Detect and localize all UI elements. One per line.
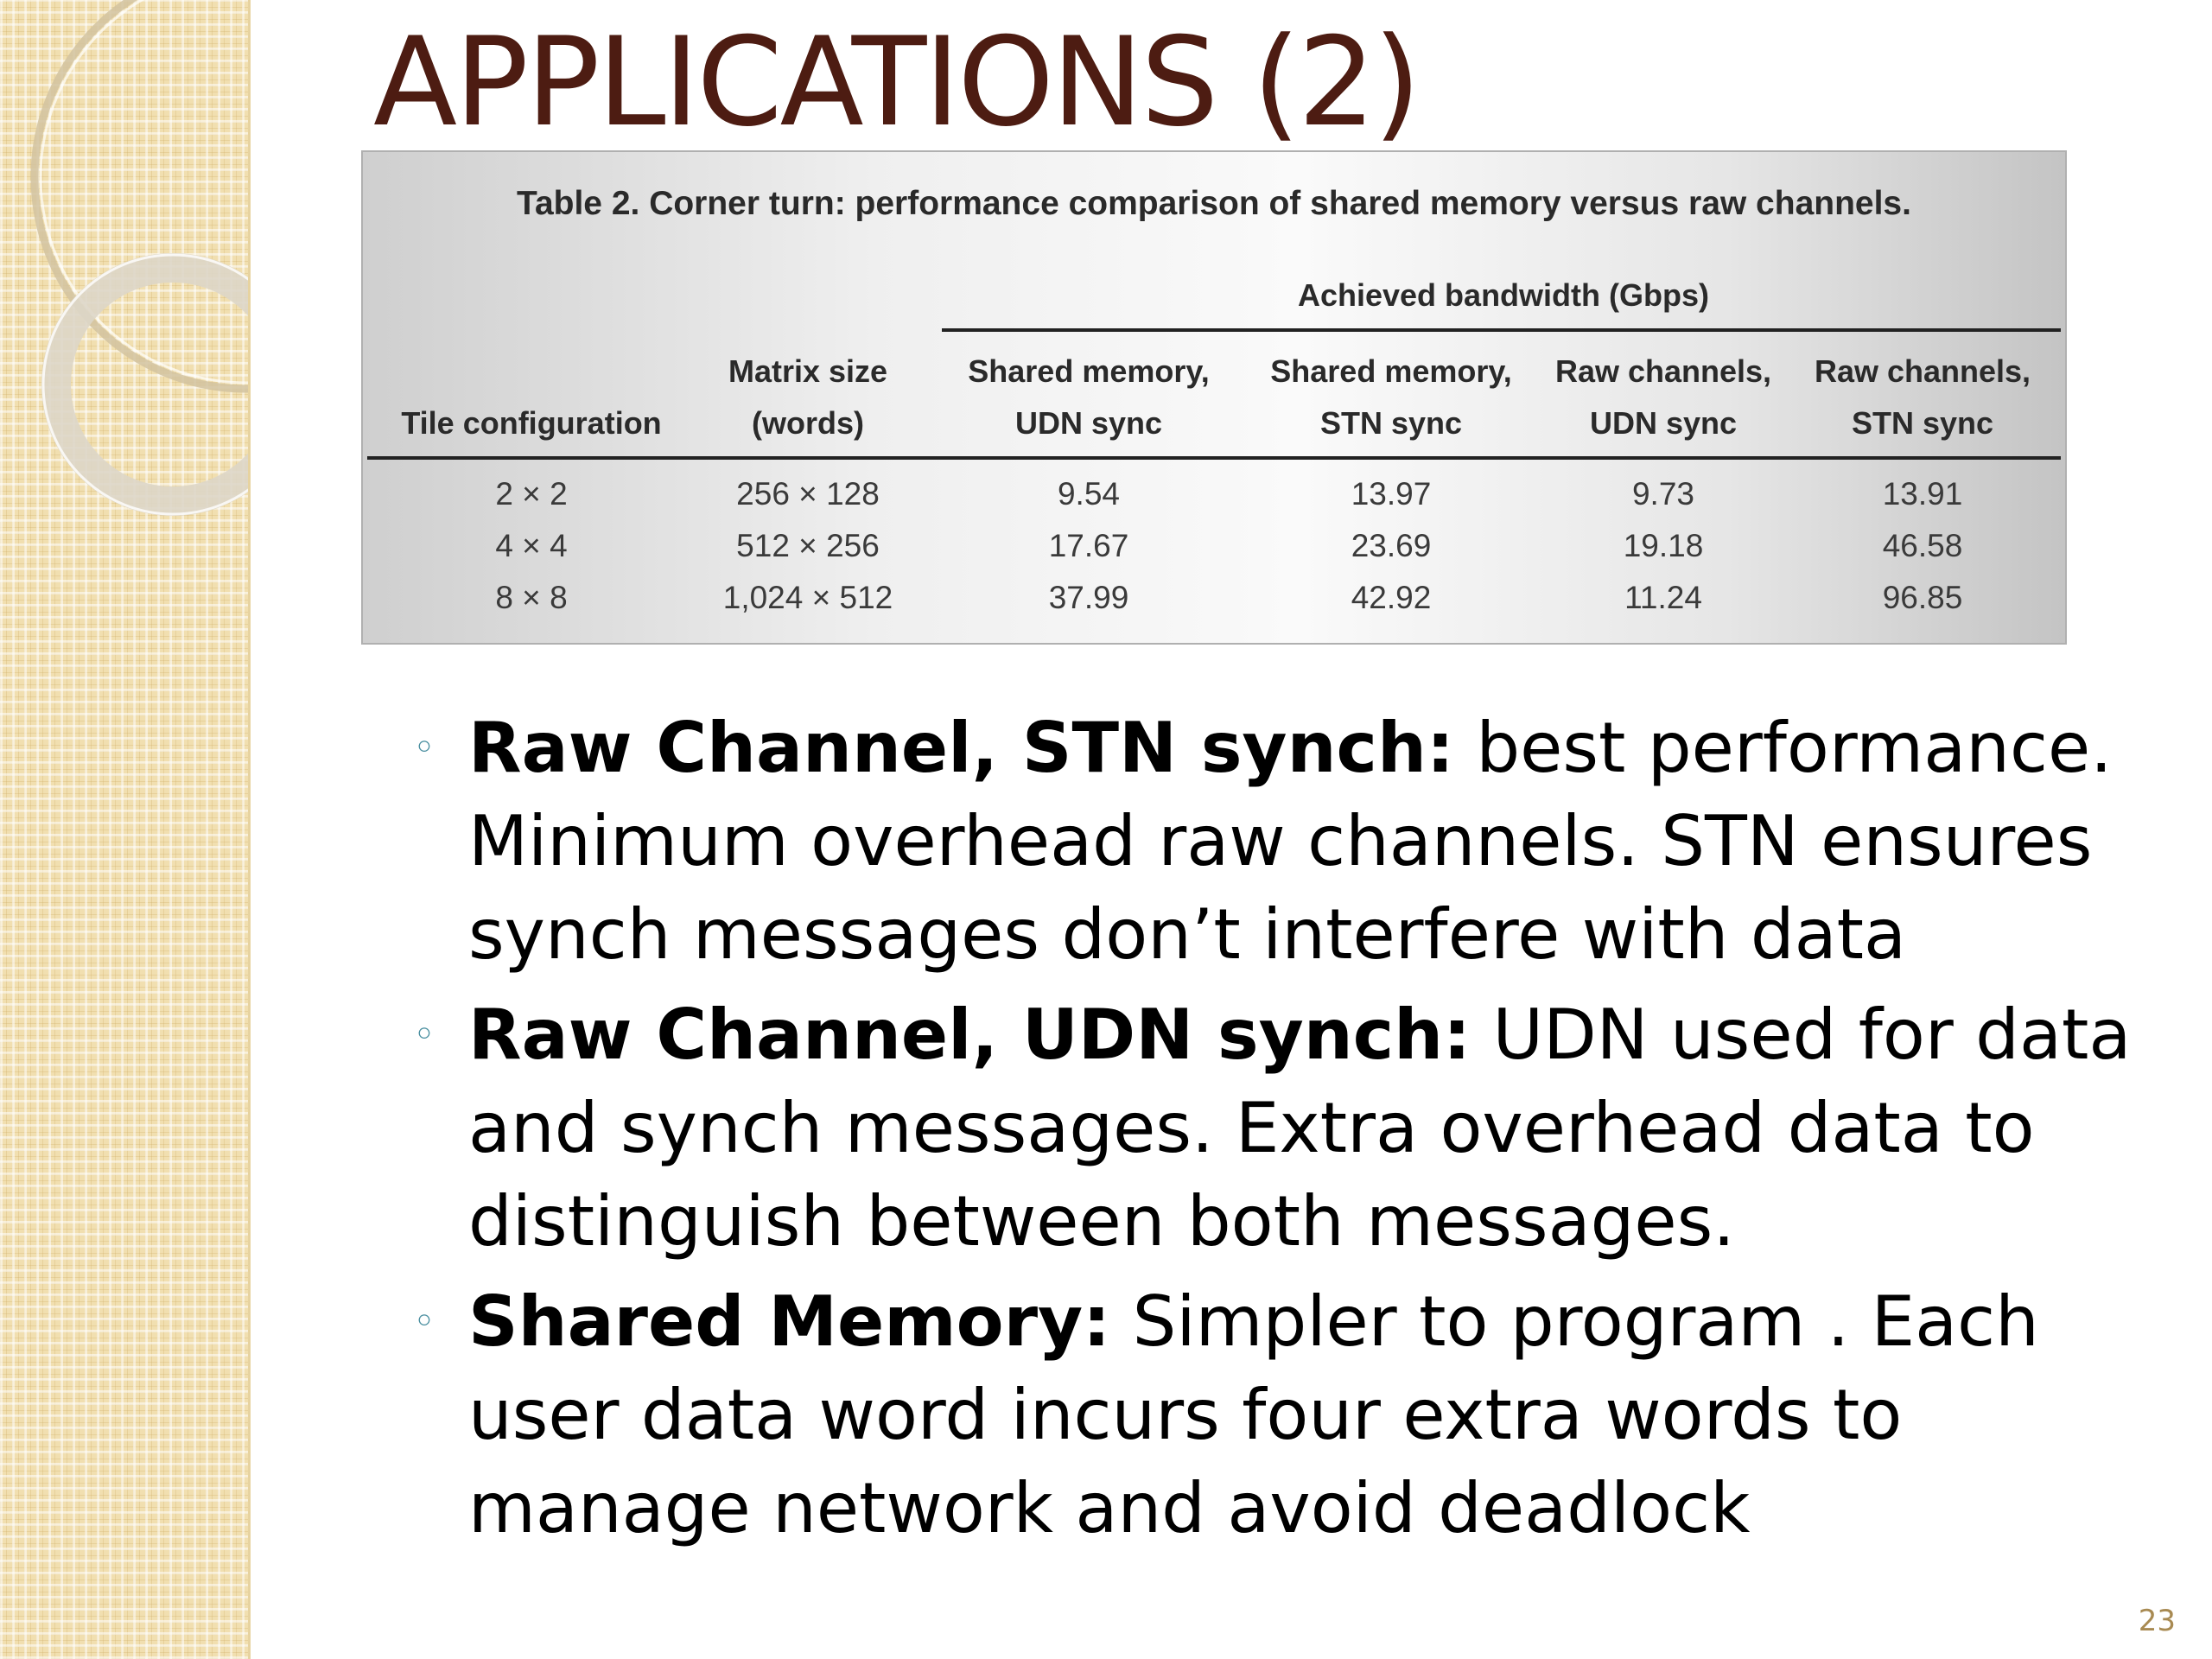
table-group-header: Achieved bandwidth (Gbps) (1297, 277, 1709, 313)
bullet-text: Simpler to program . Each user data word… (468, 1281, 2039, 1548)
table-cell: 17.67 (1048, 528, 1129, 563)
table-cell: 19.18 (1623, 528, 1704, 563)
decorative-sidebar (0, 0, 251, 1659)
table-cell: 512 × 256 (736, 528, 880, 563)
column-header-raw-channels-stn: Raw channels, STN sync (1814, 353, 2031, 441)
bullet-circle-icon: ◦ (413, 726, 435, 770)
column-header-raw-channels-udn: Raw channels, UDN sync (1554, 353, 1772, 441)
bullet-item: ◦ Shared Memory: Simpler to program . Ea… (406, 1275, 2186, 1555)
decorative-rings-icon (30, 0, 248, 516)
column-header-shared-memory-stn: Shared memory, STN sync (1270, 353, 1512, 441)
bullet-lead: Raw Channel, STN synch: (468, 708, 1454, 788)
column-header-matrix-size: Matrix size (words) (728, 353, 888, 441)
bullet-item: ◦ Raw Channel, UDN synch: UDN used for d… (406, 988, 2186, 1268)
table-cell: 13.91 (1882, 476, 1963, 512)
performance-table: Table 2. Corner turn: performance compar… (361, 150, 2067, 645)
table-cell: 11.24 (1624, 580, 1702, 615)
table-cell: 1,024 × 512 (722, 580, 893, 615)
table-cell: 9.54 (1057, 476, 1120, 512)
bullet-text: UDN used for data and synch messages. Ex… (468, 995, 2132, 1262)
bullet-circle-icon: ◦ (413, 1013, 435, 1057)
table-cell: 256 × 128 (736, 476, 880, 512)
table-cell: 23.69 (1351, 528, 1432, 563)
bullet-lead: Shared Memory: (468, 1281, 1111, 1362)
table-rule-top (942, 328, 2061, 332)
page-number: 23 (2138, 1604, 2176, 1638)
table-cell: 9.73 (1631, 476, 1694, 512)
table-cell: 8 × 8 (495, 580, 568, 615)
table-cell: 42.92 (1351, 580, 1432, 615)
bullet-list: ◦ Raw Channel, STN synch: best performan… (406, 702, 2186, 1562)
table-cell: 4 × 4 (495, 528, 568, 563)
table-cell: 96.85 (1882, 580, 1963, 615)
slide-title: APPLICATIONS (2) (373, 11, 1421, 154)
table-cell: 2 × 2 (495, 476, 568, 512)
bullet-circle-icon: ◦ (413, 1300, 435, 1344)
bullet-text: best performance. Minimum overhead raw c… (468, 708, 2113, 975)
bullet-item: ◦ Raw Channel, STN synch: best performan… (406, 702, 2186, 982)
table-rule-header (367, 456, 2061, 460)
table-caption: Table 2. Corner turn: performance compar… (517, 185, 1911, 222)
column-header-tile-configuration: Tile configuration (401, 405, 662, 441)
table-cell: 37.99 (1048, 580, 1129, 615)
bullet-lead: Raw Channel, UDN synch: (468, 995, 1471, 1075)
table-cell: 46.58 (1882, 528, 1963, 563)
column-header-shared-memory-udn: Shared memory, UDN sync (968, 353, 1210, 441)
table-cell: 13.97 (1351, 476, 1432, 512)
